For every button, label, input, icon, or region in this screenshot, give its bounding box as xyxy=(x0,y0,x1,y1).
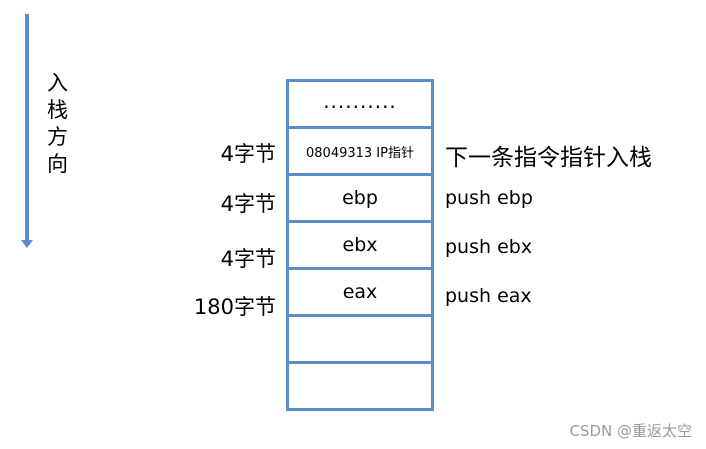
stack-cell-ebx: ebx xyxy=(286,220,434,270)
stack-cell-top: .......... xyxy=(286,79,434,129)
stack-diagram: .......... 08049313 IP指针 ebp ebx eax xyxy=(286,79,434,411)
op-label-ebx: push ebx xyxy=(445,236,533,258)
op-label-ebp: push ebp xyxy=(445,187,533,209)
arrow-down-icon xyxy=(21,240,33,248)
size-label-ip: 4字节 xyxy=(220,142,276,166)
stack-direction-arrow xyxy=(25,14,29,242)
op-label-ip: 下一条指令指针入栈 xyxy=(445,145,652,171)
stack-cell-eax: eax xyxy=(286,267,434,317)
watermark: CSDN @重返太空 xyxy=(569,422,692,440)
size-label-eax: 180字节 xyxy=(193,295,276,319)
stack-cell-empty xyxy=(286,314,434,364)
stack-cell-ebp: ebp xyxy=(286,173,434,223)
size-label-ebp: 4字节 xyxy=(220,192,276,216)
op-label-eax: push eax xyxy=(445,285,532,307)
stack-direction-label: 入栈方向 xyxy=(47,71,68,176)
stack-cell-ip: 08049313 IP指针 xyxy=(286,126,434,176)
stack-cell-empty xyxy=(286,361,434,411)
size-label-ebx: 4字节 xyxy=(220,247,276,271)
